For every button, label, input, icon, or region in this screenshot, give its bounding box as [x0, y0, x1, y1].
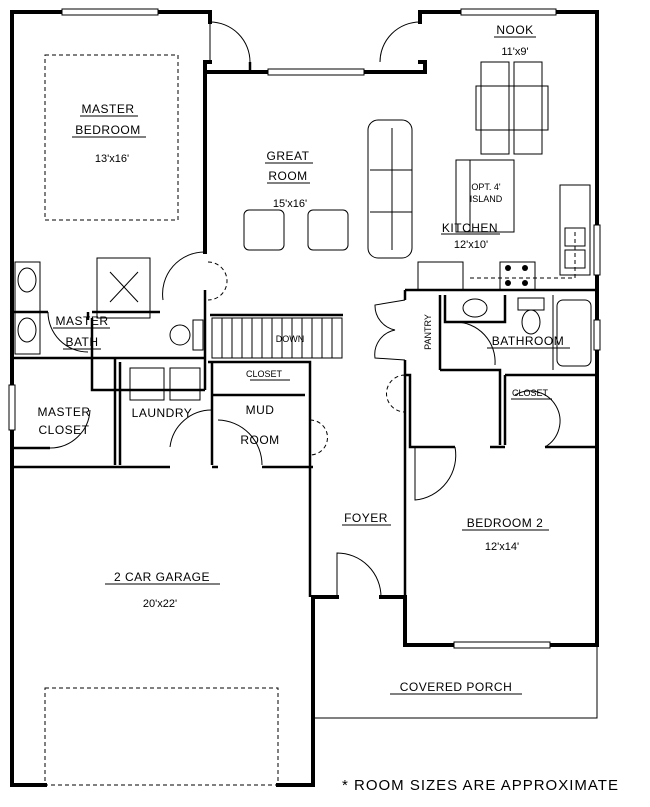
mud-room-label-2: ROOM: [240, 433, 279, 447]
nook-size: 11'x9': [501, 46, 528, 58]
sofa: [367, 119, 413, 259]
master-closet-label: MASTER: [37, 405, 90, 419]
mud-closet-label: CLOSET: [246, 369, 283, 379]
master-bedroom-size: 13'x16': [95, 153, 129, 165]
garage-size: 20'x22': [143, 598, 177, 610]
bathroom-label: BATHROOM: [492, 334, 564, 348]
island-label-2: ISLAND: [470, 194, 503, 204]
laundry-appliances: [129, 367, 201, 401]
great-room-label: GREAT: [267, 149, 310, 163]
windows: [8, 8, 601, 649]
master-bedroom-label-2: BEDROOM: [75, 123, 141, 137]
kitchen-label: KITCHEN: [442, 221, 498, 235]
nook-label: NOOK: [496, 23, 533, 37]
bedroom2-label: BEDROOM 2: [467, 516, 544, 530]
island-label: OPT. 4': [471, 182, 501, 192]
room-labels: MASTER BEDROOM 13'x16' GREAT ROOM 15'x16…: [37, 23, 570, 695]
garage-label: 2 CAR GARAGE: [114, 570, 210, 584]
armchair: [243, 209, 285, 251]
master-bath-fixtures: [14, 257, 204, 355]
stairs: [211, 317, 343, 359]
room-size-note: * ROOM SIZES ARE APPROXIMATE: [342, 777, 619, 794]
doors: [47, 21, 561, 598]
mud-room-label: MUD: [246, 403, 275, 417]
dining-table: [475, 61, 549, 155]
master-bedroom-label: MASTER: [81, 102, 134, 116]
foyer-label: FOYER: [344, 511, 388, 525]
laundry-label: LAUNDRY: [132, 406, 193, 420]
kitchen-counters: [417, 184, 591, 291]
armchair: [307, 209, 349, 251]
bedroom2-closet-label: CLOSET: [512, 388, 549, 398]
master-closet-label-2: CLOSET: [38, 423, 89, 437]
garage-door-outline: [44, 687, 279, 786]
pantry-label: PANTRY: [423, 314, 433, 350]
kitchen-island: [455, 159, 515, 233]
bedroom2-size: 12'x14': [485, 541, 519, 553]
master-bath-label-2: BATH: [65, 335, 98, 349]
master-bath-label: MASTER: [55, 314, 108, 328]
great-room-size: 15'x16': [273, 198, 307, 210]
bathroom-fixtures: [462, 297, 592, 367]
furniture: [14, 61, 592, 401]
great-room-label-2: ROOM: [268, 169, 307, 183]
stairs-label: DOWN: [276, 334, 305, 344]
master-bed-outline: [44, 54, 179, 221]
porch-outline: [313, 645, 598, 719]
porch-label: COVERED PORCH: [400, 680, 513, 694]
kitchen-size: 12'x10': [454, 239, 488, 251]
